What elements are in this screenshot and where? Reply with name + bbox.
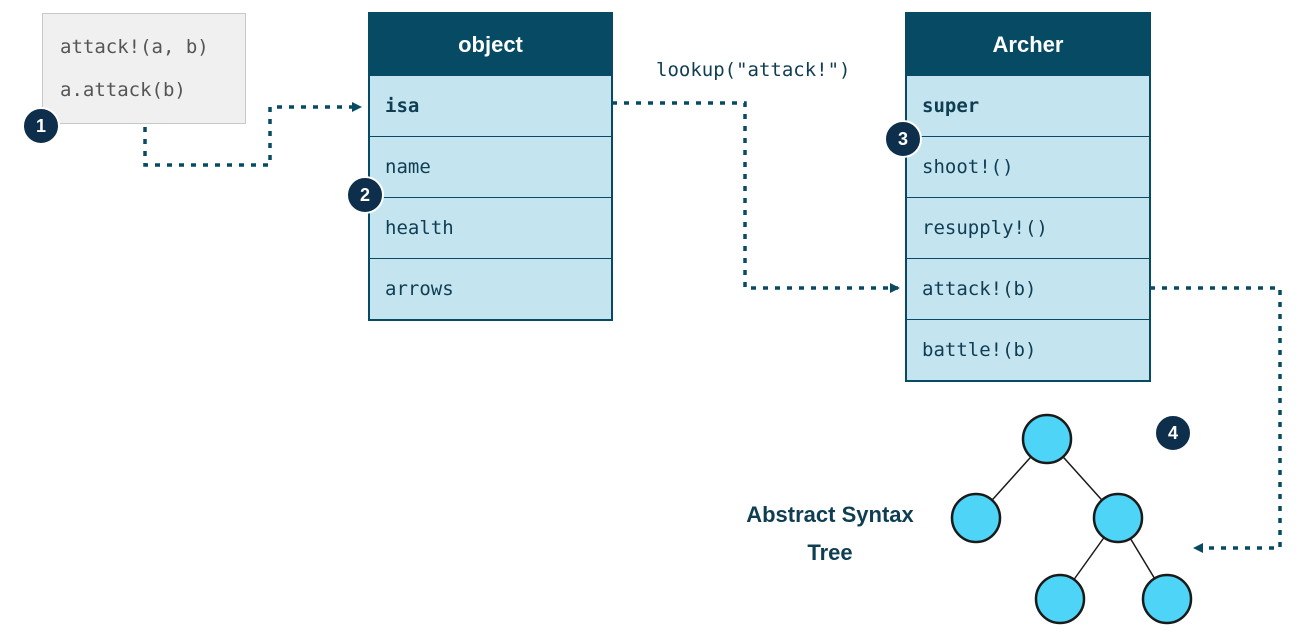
code-line-method: a.attack(b) bbox=[60, 79, 186, 101]
ast-node-left bbox=[950, 492, 1002, 544]
step-badge-3: 3 bbox=[884, 120, 922, 158]
ast-label-line1: Abstract Syntax bbox=[746, 502, 914, 527]
step-badge-1: 1 bbox=[22, 107, 60, 145]
object-table: object isa name health arrows bbox=[368, 12, 613, 321]
archer-field-super: super bbox=[907, 75, 1149, 136]
archer-method-resupply: resupply!() bbox=[907, 197, 1149, 258]
code-line-call: attack!(a, b) bbox=[60, 36, 209, 58]
arrow-call-to-isa bbox=[143, 102, 362, 167]
lookup-label: lookup("attack!") bbox=[656, 59, 851, 81]
step-badge-2: 2 bbox=[346, 176, 384, 214]
ast-node-right-left bbox=[1034, 573, 1086, 625]
archer-method-battle: battle!(b) bbox=[907, 319, 1149, 380]
object-field-health: health bbox=[370, 197, 611, 258]
arrow-attack-to-ast bbox=[1150, 286, 1282, 553]
archer-method-shoot: shoot!() bbox=[907, 136, 1149, 197]
object-field-name: name bbox=[370, 136, 611, 197]
object-field-arrows: arrows bbox=[370, 258, 611, 319]
ast-node-right-right bbox=[1141, 573, 1193, 625]
arrow-isa-to-attack bbox=[612, 101, 900, 293]
archer-table-title: Archer bbox=[907, 14, 1149, 75]
step-badge-4: 4 bbox=[1154, 414, 1192, 452]
ast-label-line2: Tree bbox=[807, 540, 853, 565]
object-table-title: object bbox=[370, 14, 611, 75]
archer-method-attack: attack!(b) bbox=[907, 258, 1149, 319]
ast-node-right bbox=[1092, 492, 1144, 544]
archer-table: Archer super shoot!() resupply!() attack… bbox=[905, 12, 1151, 382]
ast-node-root bbox=[1021, 413, 1073, 465]
ast-label: Abstract Syntax Tree bbox=[730, 496, 930, 572]
code-snippet-box: attack!(a, b) a.attack(b) bbox=[42, 13, 246, 124]
object-field-isa: isa bbox=[370, 75, 611, 136]
ast-tree bbox=[950, 413, 1193, 625]
